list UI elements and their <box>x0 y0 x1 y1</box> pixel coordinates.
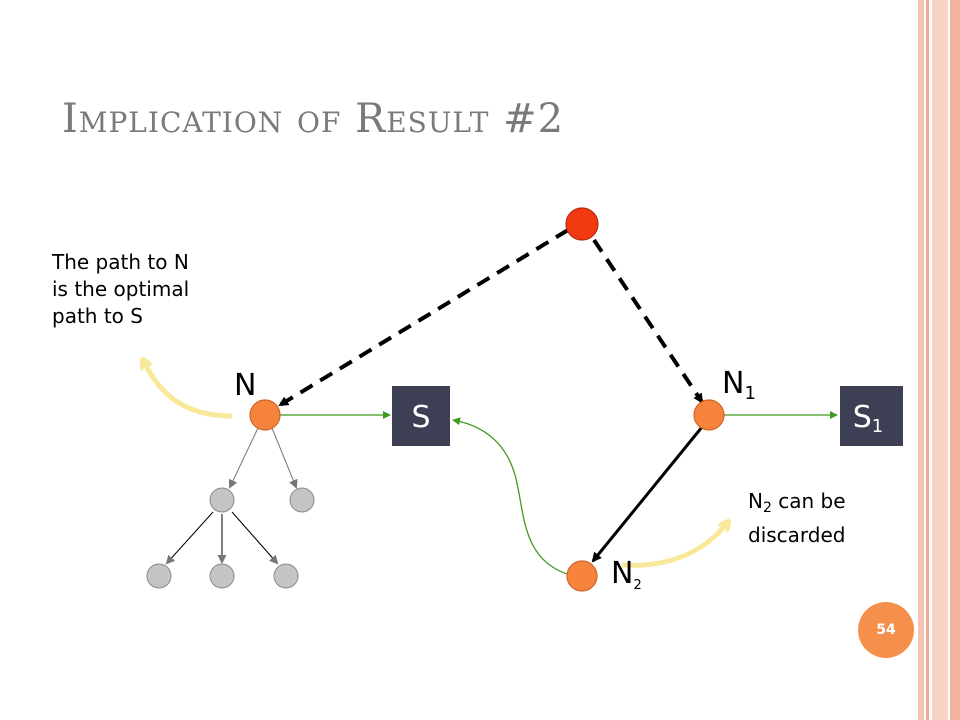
edge-child-to-grandchild-left <box>165 511 214 565</box>
edge-n-to-child-left <box>228 427 259 489</box>
note-line: discarded <box>748 523 846 547</box>
decor-stripe <box>918 0 924 720</box>
note-line: N2 can be <box>748 489 846 516</box>
edge-n-to-child-right <box>271 427 298 489</box>
state-label-s1: S1 <box>853 400 884 437</box>
note-line: The path to N <box>52 250 189 274</box>
node-label-n1: N1 <box>722 366 756 404</box>
decor-stripe <box>950 0 960 720</box>
state-box-s1 <box>840 386 903 446</box>
node-n2 <box>566 560 598 592</box>
root-node <box>565 207 599 241</box>
grey-node <box>209 563 235 589</box>
discard-note: N2 can be discarded <box>748 488 846 549</box>
edge-child-to-grandchild-right <box>231 511 279 565</box>
state-box-s <box>392 386 450 446</box>
annotation-arrow-discard <box>621 522 728 568</box>
node-n1 <box>693 399 725 431</box>
decor-stripe <box>926 0 929 720</box>
grey-node <box>146 563 172 589</box>
grey-node <box>273 563 299 589</box>
node-label-n2: N2 <box>611 556 642 593</box>
note-line: path to S <box>52 304 143 328</box>
slide-title: Implication of Result #2 <box>62 96 565 142</box>
page-number-badge: 54 <box>858 602 914 658</box>
edge-n1-to-n2 <box>591 426 704 563</box>
optimal-path-note: The path to N is the optimal path to S <box>52 249 189 330</box>
node-label-n: N <box>234 368 256 403</box>
grey-node <box>289 487 315 513</box>
annotation-arrow-optimal <box>143 360 233 419</box>
decor-stripe <box>932 0 948 720</box>
edge-n2-to-s <box>452 417 571 576</box>
grey-node <box>209 487 235 513</box>
node-n <box>249 399 281 431</box>
state-label-s: S <box>411 400 430 435</box>
dashed-edge-root-to-n <box>278 228 570 407</box>
dashed-edge-root-to-n1 <box>592 238 704 404</box>
note-line: is the optimal <box>52 277 190 301</box>
